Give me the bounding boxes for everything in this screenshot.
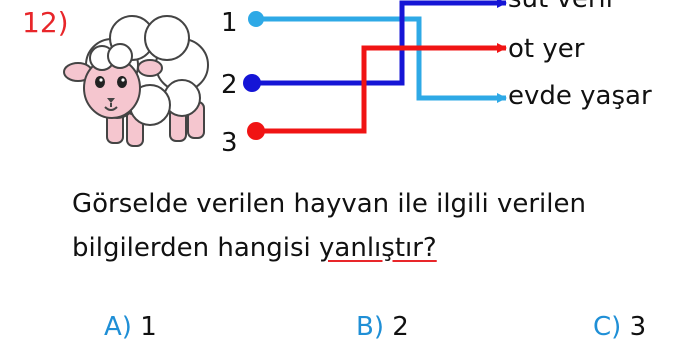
dot-1 — [248, 11, 264, 27]
question-line-2: bilgilerden hangisi yanlıştır? — [72, 226, 652, 270]
option-c-key: C) — [593, 312, 622, 342]
label-ot-yer: ot yer — [508, 34, 585, 64]
connector-3-to-ot-yer — [256, 43, 507, 134]
question-number: 12) — [22, 6, 69, 39]
underlined-keyword: yanlıştır? — [319, 233, 437, 263]
option-a-value: 1 — [140, 312, 157, 342]
option-c-value: 3 — [629, 312, 647, 342]
label-evde-yasar: evde yaşar — [508, 81, 652, 111]
sheep-icon — [63, 15, 209, 147]
question-line-1: Görselde verilen hayvan ile ilgili veril… — [72, 189, 586, 219]
match-number-3: 3 — [221, 128, 238, 158]
option-b[interactable]: B) 2 — [356, 312, 409, 342]
dot-2 — [243, 74, 261, 92]
match-number-1: 1 — [221, 8, 238, 38]
connector-2-to-sut-verir — [252, 0, 507, 86]
option-a[interactable]: A) 1 — [104, 312, 157, 342]
option-a-key: A) — [104, 312, 132, 342]
question-line-2-prefix: bilgilerden hangisi — [72, 233, 320, 263]
matching-connector-lines — [243, 0, 507, 140]
match-number-2: 2 — [221, 70, 238, 100]
question-text: Görselde verilen hayvan ile ilgili veril… — [72, 182, 652, 270]
connector-1-to-evde-yasar — [256, 16, 507, 103]
dot-3 — [247, 122, 265, 140]
option-c[interactable]: C) 3 — [593, 312, 646, 342]
option-b-key: B) — [356, 312, 384, 342]
option-b-value: 2 — [392, 312, 409, 342]
label-sut-verir: süt verir — [508, 0, 616, 14]
